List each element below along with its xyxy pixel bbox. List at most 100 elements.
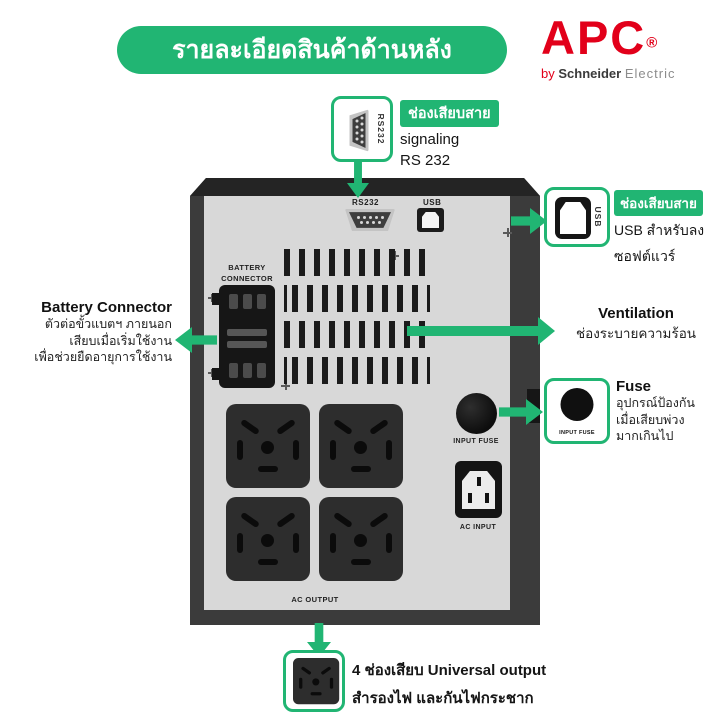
ac-inlet-face	[462, 471, 495, 509]
schneider-byline: by Schneider Electric	[541, 66, 716, 81]
output-callout-text: 4 ช่องเสียบ Universal output สำรองไฟ และ…	[352, 658, 546, 710]
battery-line1: ตัวต่อขั้วแบตฯ ภายนอก	[44, 317, 172, 331]
ac-pin	[485, 493, 489, 503]
socket-hole	[320, 666, 332, 676]
db9-icon-body	[350, 110, 369, 152]
title-banner: รายละเอียดสินค้าด้านหลัง	[117, 26, 507, 74]
socket-hole	[312, 678, 320, 686]
usb-line2: USB สำหรับลง	[614, 222, 705, 238]
socket-hole	[330, 440, 336, 460]
battery-connector-block	[212, 285, 275, 388]
battery-pins	[219, 294, 275, 309]
socket-hole	[258, 466, 278, 472]
vent-grille	[284, 249, 430, 393]
ac-pin	[468, 493, 472, 503]
fuse-line2: เมื่อเสียบพ่วง	[616, 412, 685, 427]
battery-line3: เพื่อช่วยยืดอายุการใช้งาน	[34, 350, 172, 364]
db9-pin-row	[360, 117, 363, 144]
output-line2: สำรองไฟ และกันไฟกระชาก	[352, 690, 534, 707]
universal-socket-icon	[293, 658, 340, 705]
socket-hole	[237, 440, 243, 460]
socket-hole	[329, 677, 334, 689]
rs232-callout-box: RS232	[331, 96, 393, 162]
socket-hole	[354, 441, 367, 454]
ac-output-socket	[319, 497, 403, 581]
byline-schneider: Schneider	[558, 66, 622, 81]
fuse-icon-label: INPUT FUSE	[559, 430, 595, 436]
rs232-line3: RS 232	[400, 152, 451, 169]
socket-hole	[261, 441, 274, 454]
ac-output-label: AC OUTPUT	[291, 595, 339, 604]
battery-label-line2: CONNECTOR	[221, 273, 273, 283]
battery-label-line1: BATTERY	[228, 263, 266, 272]
screw-icon	[503, 228, 512, 237]
socket-hole	[261, 534, 274, 547]
vent-row	[284, 249, 430, 276]
ac-inlet	[455, 461, 502, 518]
socket-hole	[293, 440, 299, 460]
fuse-line3: มากเกินไป	[616, 429, 674, 443]
socket-hole	[386, 440, 392, 460]
byline-electric: Electric	[624, 66, 676, 81]
usb-icon-face	[560, 202, 586, 234]
vent-row	[284, 285, 430, 312]
apc-text: APC	[541, 11, 647, 64]
socket-hole	[237, 533, 243, 553]
byline-by: by	[541, 66, 555, 81]
socket-hole	[276, 511, 296, 529]
db9-face	[349, 212, 391, 228]
input-fuse	[456, 393, 497, 434]
usb-port-icon	[555, 197, 591, 239]
fuse-callout-box: INPUT FUSE	[544, 378, 610, 444]
rs232-connector-icon	[350, 110, 369, 152]
db9-pin-row	[355, 120, 358, 141]
fuse-callout-title: Fuse	[616, 378, 652, 395]
socket-hole	[300, 666, 312, 676]
socket-hole	[276, 418, 296, 436]
page-title: รายละเอียดสินค้าด้านหลัง	[172, 36, 452, 64]
usb-port	[417, 208, 444, 232]
rs232-callout-text: ช่องเสียบสาย signaling RS 232	[400, 100, 499, 169]
vent-row	[284, 321, 430, 348]
db9-icon-face	[352, 113, 366, 148]
ventilation-callout-title: Ventilation	[598, 305, 674, 322]
battery-slot	[227, 329, 267, 336]
rs232-port	[345, 209, 395, 231]
socket-hole	[333, 418, 353, 436]
rs232-line2: signaling	[400, 131, 460, 148]
registered-mark: ®	[646, 34, 658, 52]
socket-icon-body	[293, 658, 340, 705]
battery-line2: เสียบเมื่อเริ่มใช้งาน	[69, 333, 172, 348]
screw-icon	[281, 381, 290, 390]
ac-pin	[476, 477, 481, 486]
usb-line3: ซอฟต์แวร์	[614, 248, 676, 264]
usb-icon-label: USB	[593, 206, 603, 228]
rs232-icon-label: RS232	[376, 113, 386, 145]
usb-port-label: USB	[423, 198, 442, 207]
db9-pin-row	[356, 215, 384, 219]
ac-output-socket	[319, 404, 403, 488]
battery-tab	[212, 368, 221, 380]
ventilation-line1: ช่องระบายความร้อน	[575, 326, 697, 341]
socket-hole	[369, 418, 389, 436]
battery-slot	[227, 341, 267, 348]
output-line1: 4 ช่องเสียบ Universal output	[352, 662, 547, 679]
usb-callout-box: USB	[544, 187, 610, 247]
socket-hole	[351, 559, 371, 565]
usb-callout-text: ช่องเสียบสาย USB สำหรับลง ซอฟต์แวร์	[614, 190, 704, 268]
apc-logo: APC® by Schneider Electric	[541, 14, 716, 81]
socket-hole	[386, 533, 392, 553]
fuse-icon	[560, 388, 594, 421]
socket-hole	[310, 692, 322, 696]
battery-callout-title: Battery Connector	[41, 299, 172, 316]
socket-hole	[293, 533, 299, 553]
socket-hole	[240, 511, 260, 529]
apc-wordmark: APC®	[541, 14, 716, 61]
socket-hole	[240, 418, 260, 436]
battery-tab	[212, 293, 221, 305]
socket-hole	[351, 466, 371, 472]
ac-output-socket	[226, 404, 310, 488]
vent-row	[284, 357, 430, 384]
socket-hole	[333, 511, 353, 529]
